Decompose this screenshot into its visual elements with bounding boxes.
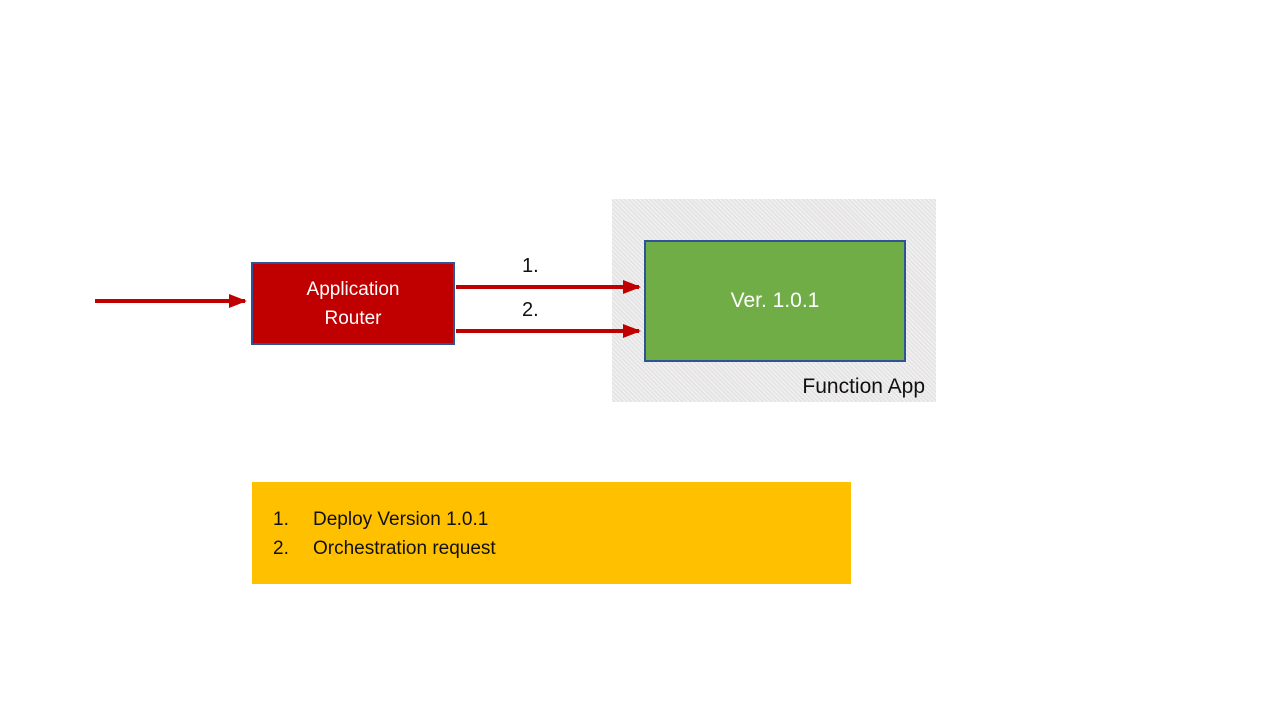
function-app-label: Function App (802, 375, 925, 398)
legend-item: 1. Deploy Version 1.0.1 (273, 505, 851, 534)
legend-item: 2. Orchestration request (273, 534, 851, 563)
application-router-label: Application Router (306, 278, 400, 329)
function-app-group: Ver. 1.0.1 Function App (612, 199, 936, 402)
application-router-node: Application Router (251, 262, 455, 345)
arrow-2-label: 2. (522, 299, 539, 321)
legend-item-number: 2. (273, 538, 289, 559)
version-label: Ver. 1.0.1 (730, 289, 820, 312)
version-node: Ver. 1.0.1 (644, 240, 906, 362)
arrow-1-label: 1. (522, 255, 539, 277)
legend-item-number: 1. (273, 509, 289, 530)
legend-item-text: Orchestration request (313, 538, 496, 559)
legend-box: 1. Deploy Version 1.0.1 2. Orchestration… (252, 482, 851, 584)
legend-item-text: Deploy Version 1.0.1 (313, 509, 489, 530)
